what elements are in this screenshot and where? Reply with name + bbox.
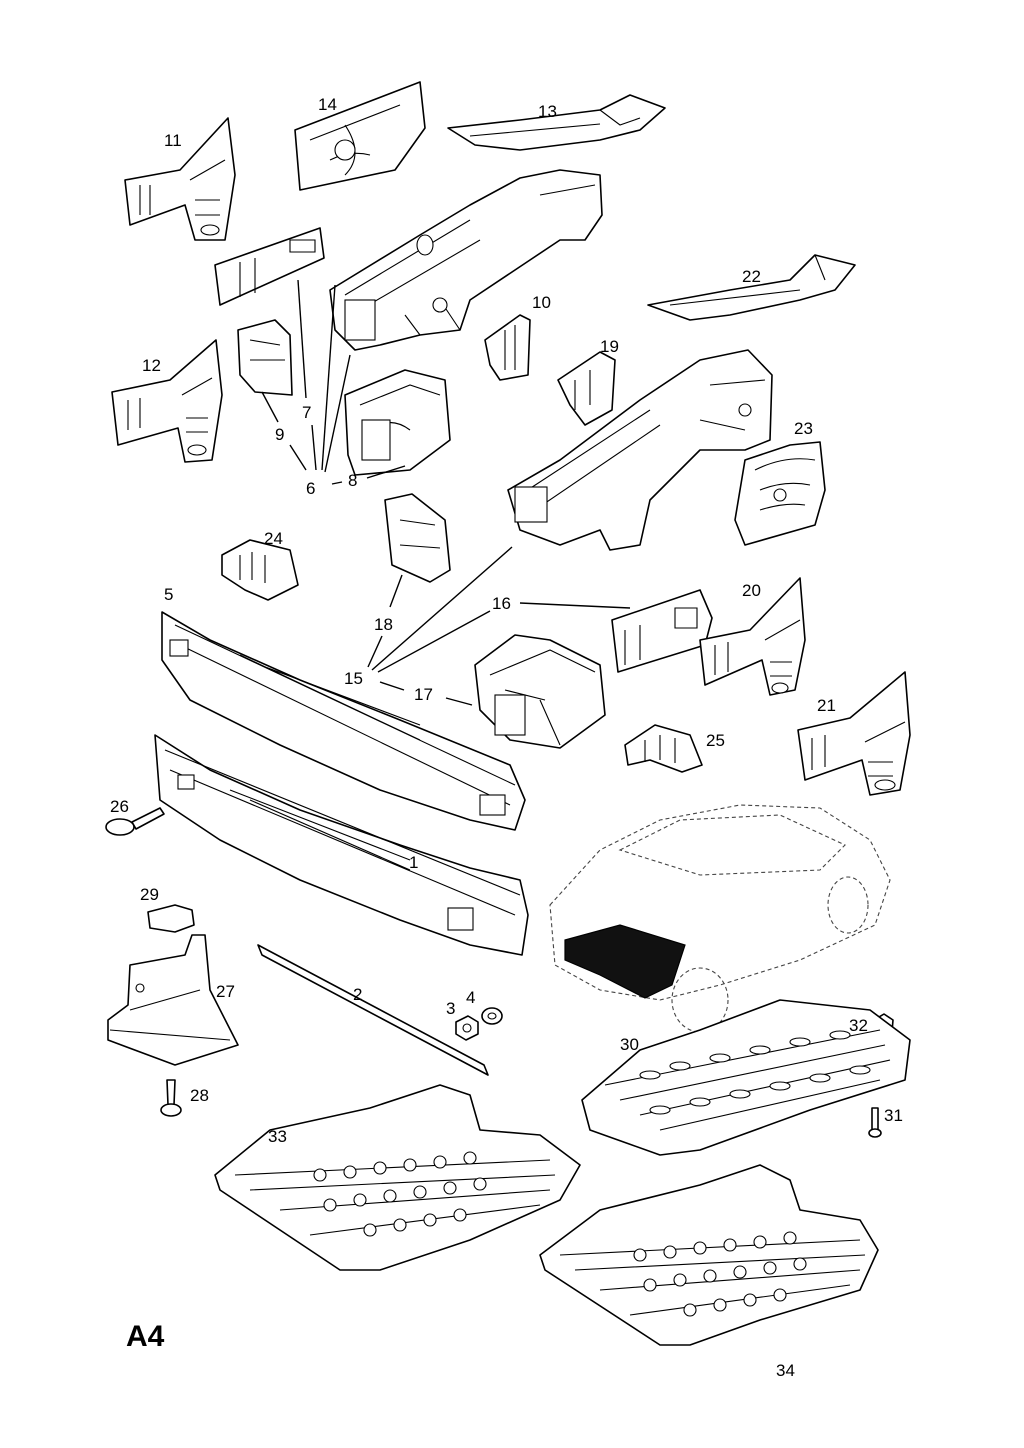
part-21 (797, 671, 911, 796)
leader-17b (445, 697, 473, 706)
part-8-box (344, 369, 451, 476)
leader-6a (321, 284, 336, 471)
label-15: 15 (344, 669, 363, 688)
label-6: 6 (306, 479, 315, 498)
part-16 (611, 589, 713, 673)
leader-8 (366, 465, 406, 479)
leader-17 (379, 681, 405, 691)
part-22 (647, 254, 856, 321)
label-23: 23 (794, 419, 813, 438)
part-4-washer (481, 1007, 503, 1025)
part-14 (294, 81, 426, 191)
part-34 (539, 1164, 879, 1346)
leader-15b (371, 546, 513, 671)
label-16: 16 (492, 594, 511, 613)
label-20: 20 (742, 581, 761, 600)
part-19 (557, 351, 616, 426)
label-27: 27 (216, 982, 235, 1001)
label-5: 5 (164, 585, 173, 604)
label-17: 17 (414, 685, 433, 704)
leader-9b (289, 444, 307, 471)
leader-18 (389, 574, 403, 608)
label-8: 8 (348, 471, 357, 490)
label-24: 24 (264, 529, 283, 548)
callout-labels: 1 2 3 4 5 6 7 8 9 10 11 12 13 14 15 16 1… (110, 95, 903, 1380)
leader-16 (519, 602, 631, 609)
label-1: 1 (409, 853, 418, 872)
part-5 (161, 611, 526, 831)
part-18 (384, 493, 451, 583)
label-28: 28 (190, 1086, 209, 1105)
part-28 (160, 1079, 182, 1117)
label-4: 4 (466, 988, 475, 1007)
label-18: 18 (374, 615, 393, 634)
part-3-nut (455, 1015, 479, 1041)
label-12: 12 (142, 356, 161, 375)
part-13 (447, 94, 666, 151)
part-31 (868, 1107, 882, 1138)
part-29 (147, 904, 195, 933)
leader-6b (324, 354, 351, 473)
label-19: 19 (600, 337, 619, 356)
label-21: 21 (817, 696, 836, 715)
label-10: 10 (532, 293, 551, 312)
leader-9 (261, 391, 279, 423)
front-rail-lower (507, 349, 773, 551)
label-9: 9 (275, 425, 284, 444)
part-24 (221, 539, 299, 601)
leader-7b (311, 424, 317, 471)
part-7-plate (214, 227, 325, 306)
label-26: 26 (110, 797, 129, 816)
label-11: 11 (164, 131, 182, 150)
part-25 (624, 724, 703, 773)
label-25: 25 (706, 731, 725, 750)
front-rail-upper (329, 169, 603, 351)
label-14: 14 (318, 95, 337, 114)
leader-15c (377, 610, 491, 673)
label-30: 30 (620, 1035, 639, 1054)
part-23 (734, 441, 826, 546)
label-32: 32 (849, 1016, 868, 1035)
part-20 (699, 577, 806, 696)
part-10 (484, 314, 531, 381)
label-34: 34 (776, 1361, 795, 1380)
car-outline (549, 804, 891, 1033)
label-29: 29 (140, 885, 159, 904)
leader-lines (261, 279, 631, 706)
label-13: 13 (538, 102, 557, 121)
part-12 (111, 339, 223, 463)
label-22: 22 (742, 267, 761, 286)
part-9-bracket (237, 319, 293, 396)
part-2 (257, 944, 489, 1076)
page-identifier: A4 (126, 1320, 165, 1353)
leader-6-dash (331, 481, 343, 485)
label-31: 31 (884, 1106, 903, 1125)
part-33 (214, 1084, 581, 1271)
leader-15a (367, 635, 383, 668)
part-1 (154, 734, 529, 956)
label-2: 2 (353, 985, 362, 1004)
part-11 (124, 117, 236, 241)
label-7: 7 (302, 403, 311, 422)
part-30 (581, 999, 911, 1156)
part-27 (107, 934, 239, 1066)
leader-7 (297, 279, 307, 399)
part-26 (105, 807, 165, 836)
label-3: 3 (446, 999, 455, 1018)
part-17 (474, 634, 606, 749)
label-33: 33 (268, 1127, 287, 1146)
